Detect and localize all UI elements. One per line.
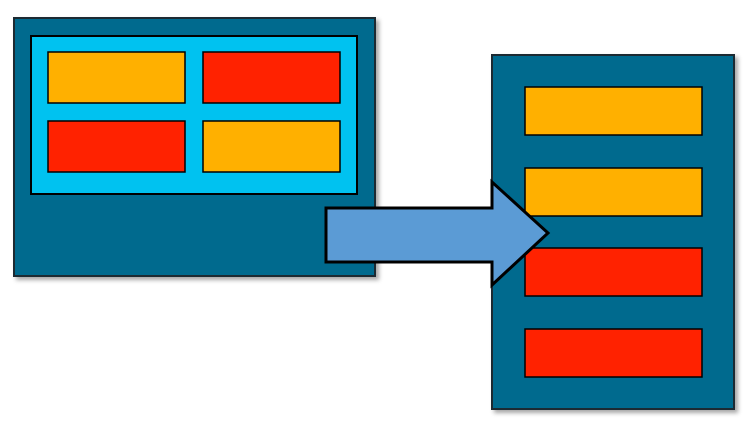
left-block-grid xyxy=(47,51,341,173)
left-block-red xyxy=(202,51,341,104)
right-block-red xyxy=(524,328,703,378)
right-block-orange xyxy=(524,86,703,136)
right-arrow-icon xyxy=(324,178,551,289)
left-block-orange xyxy=(47,51,186,104)
right-block-orange xyxy=(524,167,703,217)
left-block-orange xyxy=(202,120,341,173)
left-block-red xyxy=(47,120,186,173)
right-block-stack xyxy=(524,86,703,378)
right-block-red xyxy=(524,247,703,297)
